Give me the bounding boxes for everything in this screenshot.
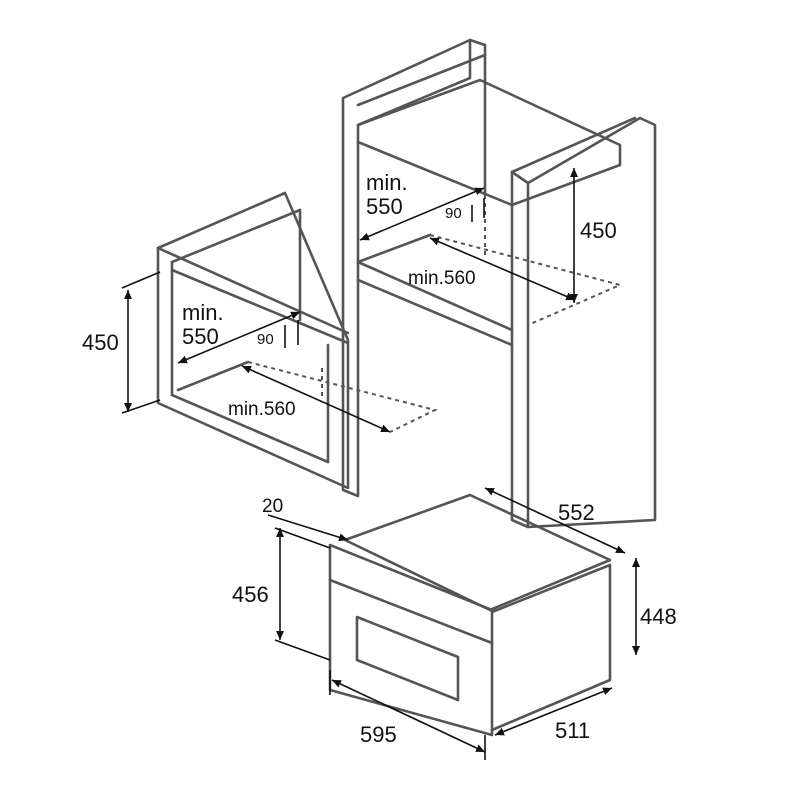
label-oven-20: 20 xyxy=(262,496,283,517)
label-left-90: 90 xyxy=(257,331,274,348)
dimension-lines xyxy=(121,168,640,760)
label-oven-448: 448 xyxy=(640,604,677,629)
dimension-labels: 450 min. 550 90 min.560 min. 550 90 450 … xyxy=(82,170,677,747)
label-oven-595: 595 xyxy=(360,722,397,747)
tall-cabinet xyxy=(341,38,657,529)
label-tall-90: 90 xyxy=(445,205,462,222)
label-tall-550: 550 xyxy=(366,194,403,219)
label-oven-552: 552 xyxy=(558,500,595,525)
label-oven-511: 511 xyxy=(555,718,590,743)
label-tall-min: min. xyxy=(366,170,408,195)
label-tall-height: 450 xyxy=(580,218,617,243)
label-tall-min560: min.560 xyxy=(408,268,476,289)
label-oven-456: 456 xyxy=(232,582,269,607)
label-left-min560: min.560 xyxy=(228,399,296,420)
label-left-height: 450 xyxy=(82,330,119,355)
label-left-550: 550 xyxy=(182,324,219,349)
label-left-min: min. xyxy=(182,300,224,325)
